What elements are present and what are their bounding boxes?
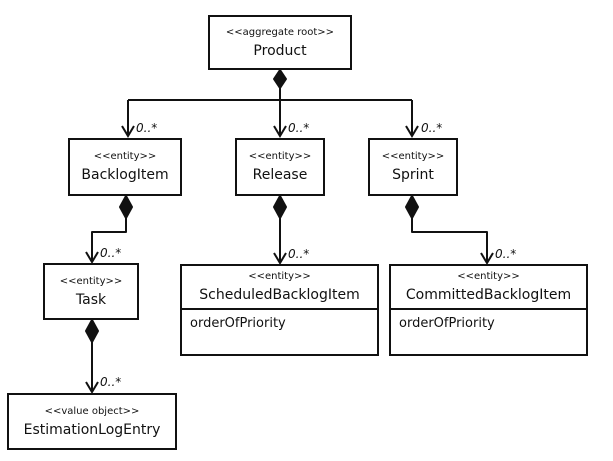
class-backlogitem[interactable]: <<entity>> BacklogItem: [68, 138, 182, 196]
multiplicity-release-scheduled: 0..*: [288, 247, 310, 261]
class-scheduledbacklogitem-header: <<entity>> ScheduledBacklogItem: [182, 266, 377, 310]
class-product-header: <<aggregate root>> Product: [210, 17, 350, 68]
multiplicity-backlogitem-task: 0..*: [100, 246, 122, 260]
class-release-stereotype: <<entity>>: [248, 151, 312, 162]
release-composition-diamond: [273, 195, 287, 219]
multiplicity-product-release: 0..*: [288, 121, 310, 135]
class-sprint[interactable]: <<entity>> Sprint: [368, 138, 458, 196]
class-backlogitem-stereotype: <<entity>>: [93, 151, 157, 162]
class-task[interactable]: <<entity>> Task: [43, 263, 139, 320]
sprint-composition-diamond: [405, 195, 419, 219]
class-product-stereotype: <<aggregate root>>: [225, 26, 335, 38]
class-product[interactable]: <<aggregate root>> Product: [208, 15, 352, 70]
class-committedbacklogitem-name: CommittedBacklogItem: [405, 287, 572, 303]
class-product-name: Product: [253, 42, 307, 59]
class-scheduledbacklogitem[interactable]: <<entity>> ScheduledBacklogItem orderOfP…: [180, 264, 379, 356]
class-task-stereotype: <<entity>>: [59, 275, 123, 287]
class-task-header: <<entity>> Task: [45, 265, 137, 318]
class-committedbacklogitem[interactable]: <<entity>> CommittedBacklogItem orderOfP…: [389, 264, 588, 356]
class-sprint-name: Sprint: [392, 167, 434, 183]
backlogitem-to-task-arrow: [85, 218, 127, 264]
class-scheduledbacklogitem-name: ScheduledBacklogItem: [199, 287, 360, 303]
class-scheduledbacklogitem-attribute: orderOfPriority: [190, 316, 286, 331]
class-release-header: <<entity>> Release: [237, 140, 323, 194]
class-estimationlogentry-name: EstimationLogEntry: [23, 421, 161, 438]
backlogitem-composition-diamond: [119, 195, 133, 219]
multiplicity-sprint-committed: 0..*: [495, 247, 517, 261]
class-backlogitem-header: <<entity>> BacklogItem: [70, 140, 180, 194]
class-estimationlogentry-stereotype: <<value object>>: [44, 405, 140, 417]
task-composition-diamond: [85, 319, 99, 343]
class-backlogitem-name: BacklogItem: [81, 167, 169, 183]
multiplicity-product-sprint: 0..*: [421, 121, 443, 135]
multiplicity-product-backlogitem: 0..*: [136, 121, 158, 135]
class-committedbacklogitem-stereotype: <<entity>>: [457, 271, 520, 282]
class-estimationlogentry-header: <<value object>> EstimationLogEntry: [9, 395, 175, 448]
sprint-to-committed-arrow: [411, 218, 494, 265]
class-scheduledbacklogitem-stereotype: <<entity>>: [248, 271, 311, 282]
class-committedbacklogitem-attribute: orderOfPriority: [399, 316, 495, 331]
class-estimationlogentry[interactable]: <<value object>> EstimationLogEntry: [7, 393, 177, 450]
class-release[interactable]: <<entity>> Release: [235, 138, 325, 196]
class-sprint-header: <<entity>> Sprint: [370, 140, 456, 194]
class-task-name: Task: [75, 291, 107, 308]
class-sprint-stereotype: <<entity>>: [381, 151, 445, 162]
product-composition-diamond: [273, 69, 287, 89]
class-release-name: Release: [252, 167, 308, 183]
class-committedbacklogitem-header: <<entity>> CommittedBacklogItem: [391, 266, 586, 310]
multiplicity-task-estimation: 0..*: [100, 375, 122, 389]
